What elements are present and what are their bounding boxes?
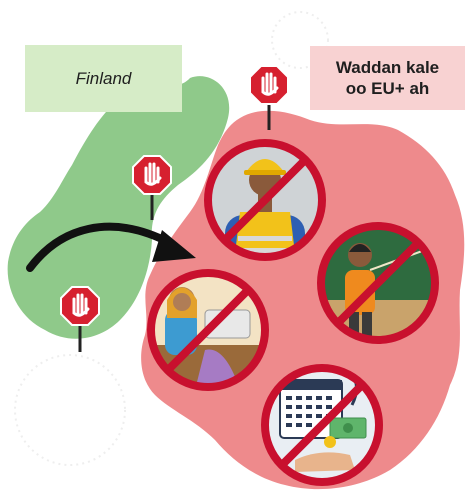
prohibited-calendar-money-icon <box>261 364 383 486</box>
finland-region <box>7 76 230 339</box>
stop-hand-sign-icon <box>132 155 172 220</box>
background-dotted-circles <box>14 11 329 466</box>
non-eu-label-line1: Waddan kale <box>335 58 440 77</box>
non-eu-label-box: Waddan kale oo EU+ ah <box>310 46 465 110</box>
curved-arrow-icon <box>26 222 196 272</box>
prohibited-sewing-worker-icon <box>147 269 269 391</box>
finland-label: Finland <box>75 68 132 88</box>
stop-hand-sign-icon <box>60 286 100 352</box>
stop-hand-sign-icon <box>249 65 289 130</box>
prohibited-construction-worker-icon <box>204 139 326 261</box>
finland-label-box: Finland <box>25 45 182 112</box>
non-eu-label-line2: oo EU+ ah <box>345 79 430 98</box>
